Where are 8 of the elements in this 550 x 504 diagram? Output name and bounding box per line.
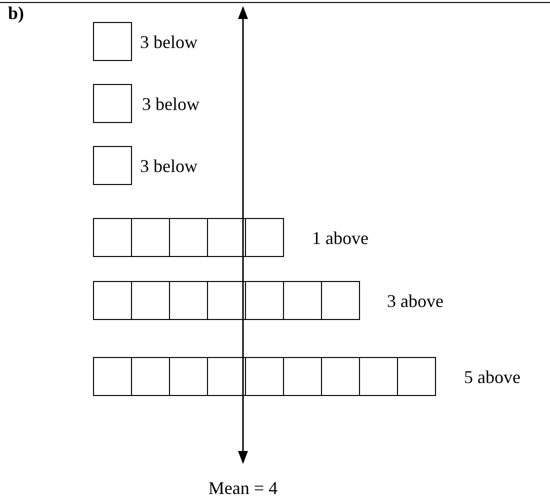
row-label: 3 below	[140, 157, 198, 175]
panel-label: b)	[8, 4, 24, 22]
row-label: 3 below	[142, 95, 200, 113]
row-label: 1 above	[312, 229, 368, 247]
row-label: 3 above	[387, 292, 444, 310]
axis-label: Mean = 4	[208, 479, 278, 497]
row-label: 5 above	[464, 368, 520, 386]
row-label: 3 below	[140, 33, 198, 51]
